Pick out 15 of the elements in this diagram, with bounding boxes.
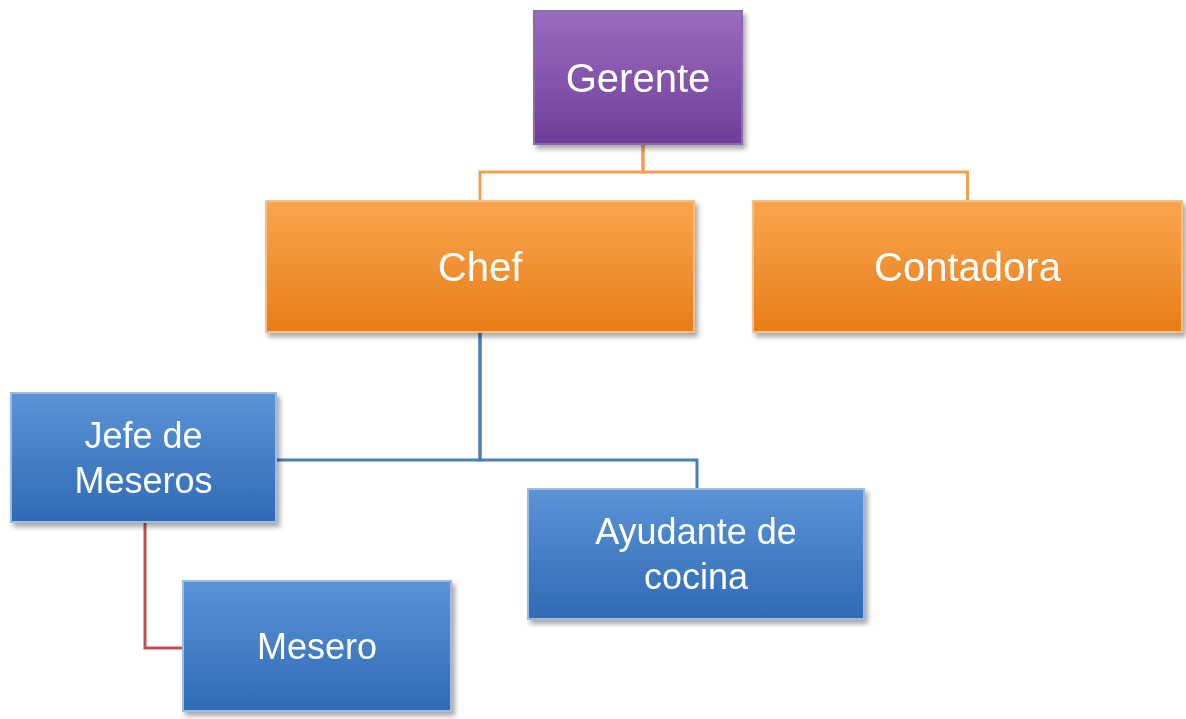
box-label: Mesero — [256, 624, 377, 669]
box-label: Chef — [437, 243, 523, 291]
org-box — [527, 488, 865, 620]
org-box — [533, 10, 743, 145]
connector-line — [641, 145, 969, 200]
connector-line — [143, 523, 182, 650]
box-label: Jefe de Meseros — [73, 413, 214, 503]
org-box — [182, 580, 452, 712]
box-label: Ayudante de cocina — [594, 510, 798, 599]
connector-line — [478, 333, 699, 488]
org-box — [10, 392, 277, 523]
org-box — [265, 200, 695, 333]
box-label: Contadora — [874, 243, 1061, 291]
org-box — [752, 200, 1183, 333]
box-label: Gerente — [565, 54, 711, 102]
